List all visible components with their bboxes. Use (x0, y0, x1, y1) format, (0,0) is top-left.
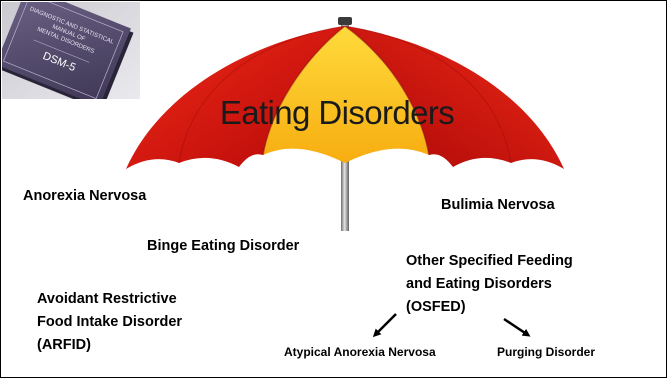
label-bulimia-nervosa: Bulimia Nervosa (441, 196, 555, 215)
arfid-line: Food Intake Disorder (37, 313, 182, 332)
label-anorexia-nervosa: Anorexia Nervosa (23, 187, 146, 206)
label-binge-eating-disorder: Binge Eating Disorder (147, 237, 299, 256)
arfid-line: Avoidant Restrictive (37, 290, 177, 309)
arfid-line: (ARFID) (37, 336, 91, 355)
osfed-line: and Eating Disorders (406, 275, 552, 294)
label-atypical-anorexia: Atypical Anorexia Nervosa (284, 343, 436, 362)
osfed-line: Other Specified Feeding (406, 252, 573, 271)
label-purging-disorder: Purging Disorder (497, 343, 595, 362)
osfed-line: (OSFED) (406, 298, 466, 317)
page-title: Eating Disorders (192, 94, 482, 132)
umbrella-tip (338, 17, 352, 25)
